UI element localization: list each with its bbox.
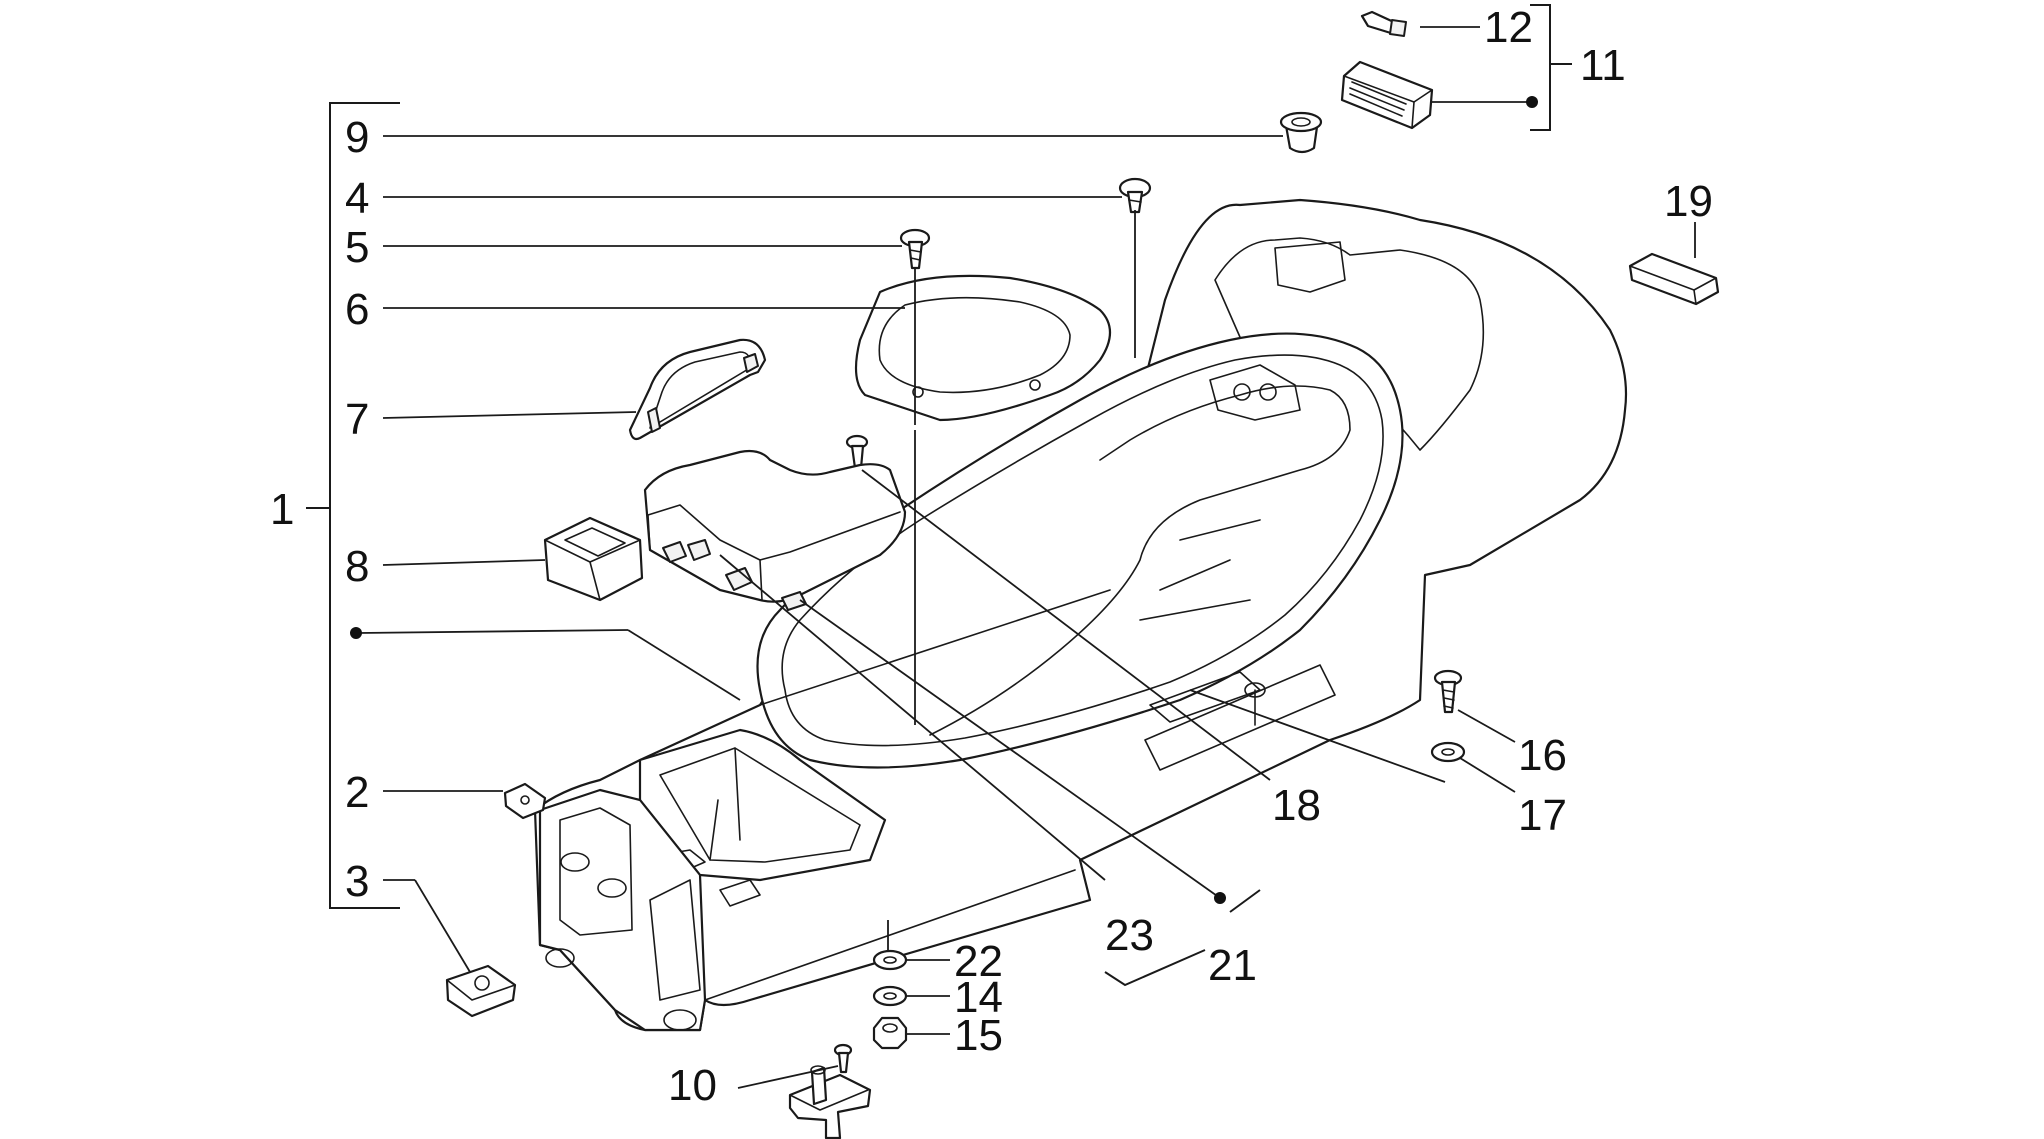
part-4-screw (1118, 177, 1152, 214)
callout-15: 15 (954, 1011, 1003, 1060)
part-18-screw (845, 434, 869, 470)
part-6-cover-plate (854, 274, 1112, 422)
part-9-bushing (1279, 111, 1323, 154)
part-17-washer (1430, 741, 1466, 763)
callout-8: 8 (345, 542, 369, 591)
part-19-pad (1628, 252, 1720, 306)
callout-10: 10 (668, 1061, 717, 1110)
part-8-small-box (543, 516, 644, 602)
reference-dot-1 (350, 627, 362, 639)
callout-23: 23 (1105, 911, 1154, 960)
part-22-washer (872, 949, 908, 971)
callout-1: 1 (270, 485, 294, 534)
callout-3: 3 (345, 857, 369, 906)
assembly-bracket-21 (1104, 889, 1261, 987)
callout-4: 4 (345, 174, 369, 223)
callout-21: 21 (1208, 941, 1257, 990)
callout-22: 22 (954, 937, 1003, 986)
reference-dot-21 (1214, 892, 1226, 904)
part-7-lid (628, 338, 767, 441)
callout-11: 11 (1580, 41, 1626, 90)
callout-6: 6 (345, 285, 369, 334)
part-23-tray (643, 449, 907, 611)
callout-7: 7 (345, 395, 369, 444)
callout-2: 2 (345, 768, 369, 817)
part-15-nut (872, 1016, 908, 1050)
part-2-clip-nut (503, 782, 547, 820)
part-12-pin (1360, 10, 1407, 37)
callout-labels: 1 2 3 4 5 6 7 8 9 10 11 12 14 15 16 17 1… (270, 3, 1713, 1110)
callout-19: 19 (1664, 177, 1713, 226)
main-body-part (533, 198, 1628, 1032)
part-10-bracket (788, 1043, 872, 1139)
callout-9: 9 (345, 113, 369, 162)
assembly-bracket-1 (329, 102, 400, 909)
part-16-screw (1433, 669, 1463, 714)
callout-16: 16 (1518, 731, 1567, 780)
callout-14: 14 (954, 973, 1003, 1022)
part-3-clip-nut (445, 964, 517, 1018)
callout-5: 5 (345, 223, 369, 272)
callout-12: 12 (1484, 3, 1533, 52)
part-5-screw (899, 228, 931, 270)
assembly-bracket-11 (1530, 4, 1551, 131)
callout-17: 17 (1518, 791, 1567, 840)
part-11-latch-block (1340, 60, 1434, 130)
reference-dot-11 (1526, 96, 1538, 108)
leader-lines (357, 26, 1696, 1089)
callout-18: 18 (1272, 781, 1321, 830)
part-14-washer (872, 985, 908, 1007)
